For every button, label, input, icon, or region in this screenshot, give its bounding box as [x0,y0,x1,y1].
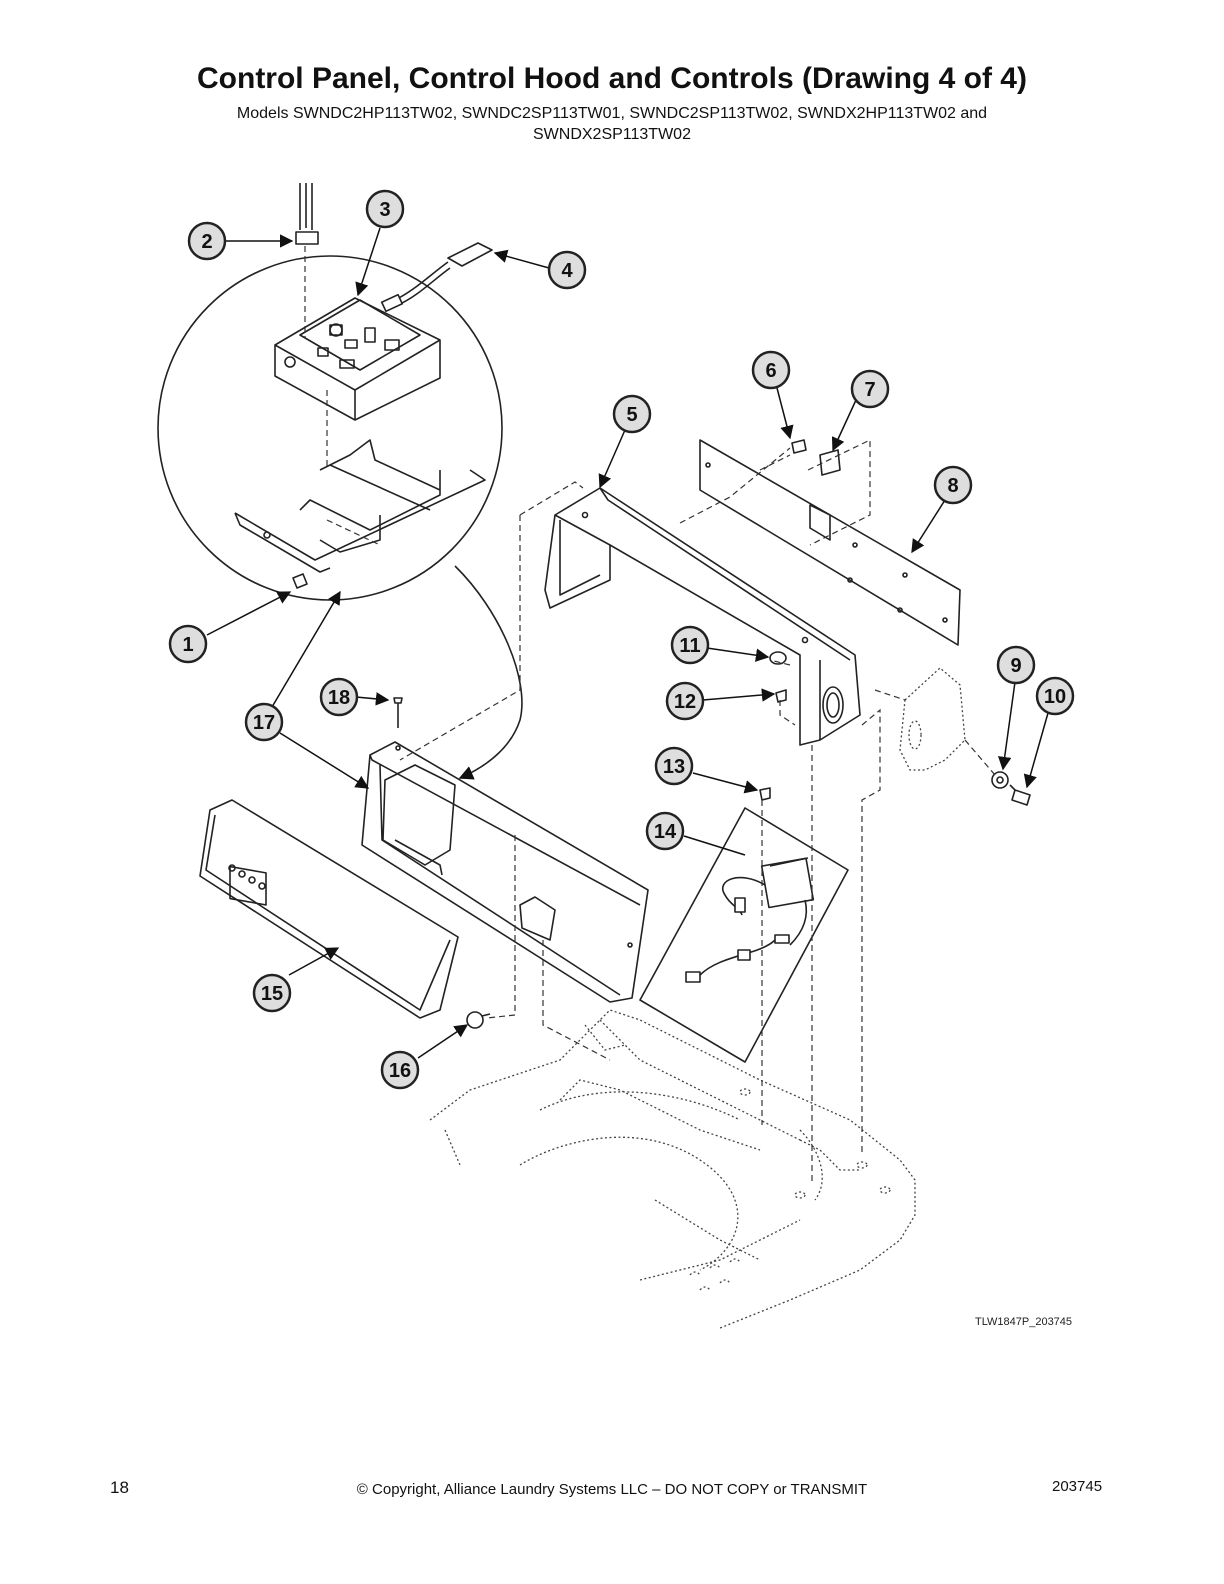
callout-label: 2 [201,231,212,253]
rear-panel [699,439,961,646]
wire-connector-2 [295,183,319,245]
callout-label: 15 [261,983,283,1005]
clip-7 [819,449,841,476]
document-number: 203745 [1052,1478,1103,1495]
knob-15 [466,1011,491,1029]
callout-label: 6 [765,360,776,382]
callout-circle [665,681,705,721]
callout-circle [547,250,587,290]
callout-circle [252,973,292,1013]
callout-5: 5 [612,394,652,434]
callout-circle [850,369,890,409]
screw-12 [775,689,787,703]
callout-7: 7 [850,369,890,409]
screw-6 [791,439,807,454]
callout-circle [933,465,973,505]
callout-12: 12 [665,681,705,721]
callout-label: 16 [389,1060,411,1082]
screw-18 [393,697,403,728]
callout-6: 6 [751,350,791,390]
callout-circle [319,677,359,717]
transformer-kit [639,807,849,1063]
control-hood [544,487,861,746]
assembly-dash-lines [304,246,996,1185]
callout-9: 9 [996,645,1036,685]
screw-1 [292,573,308,589]
callout-2: 2 [187,221,227,261]
callout-leaders [206,227,1049,1059]
page-title: Control Panel, Control Hood and Controls… [197,62,1027,95]
callout-label: 4 [561,260,573,282]
callout-circle [244,702,284,742]
callout-label: 5 [626,404,637,426]
drawing-code: TLW1847P_203745 [975,1316,1073,1328]
callout-label: 12 [674,691,696,713]
control-board [274,297,441,421]
callout-circle [996,645,1036,685]
callout-11: 11 [670,625,710,665]
models-line-1: Models SWNDC2HP113TW02, SWNDC2SP113TW01,… [236,105,988,122]
callout-circle [670,625,710,665]
callout-8: 8 [933,465,973,505]
callout-circle [1035,676,1075,716]
callout-17: 17 [244,702,284,742]
callout-label: 8 [947,475,958,497]
callout-circle [168,624,208,664]
callout-label: 1 [182,634,193,656]
callout-label: 3 [379,199,390,221]
models-line-2: SWNDX2SP113TW02 [533,126,691,143]
callout-13: 13 [654,746,694,786]
callout-4: 4 [547,250,587,290]
wire-harness-4 [380,242,493,313]
callout-16: 16 [380,1050,420,1090]
callout-circle [612,394,652,434]
callout-label: 11 [679,635,700,657]
callout-3: 3 [365,189,405,229]
page-number: 18 [110,1478,129,1497]
bolt-10 [1009,784,1031,806]
callout-label: 9 [1010,655,1021,677]
side-bracket [899,667,966,771]
callout-circle [365,189,405,229]
callout-circle [187,221,227,261]
callout-circle [751,350,791,390]
callout-label: 7 [864,379,875,401]
mounting-bracket [234,439,486,573]
callout-circle [380,1050,420,1090]
callout-1: 1 [168,624,208,664]
callout-10: 10 [1035,676,1075,716]
lock-washer-9 [991,771,1009,789]
screw-13 [759,787,771,801]
machine-top-outline [429,1009,916,1329]
nut-11 [769,651,787,665]
callout-circle [654,746,694,786]
models-subtitle: Models SWNDC2HP113TW02, SWNDC2SP113TW01,… [162,103,1062,145]
callout-14: 14 [645,811,685,851]
copyright-notice: © Copyright, Alliance Laundry Systems LL… [356,1481,868,1498]
callout-circle [645,811,685,851]
callout-label: 10 [1044,686,1066,708]
control-panel-frame [361,741,649,1003]
callout-15: 15 [252,973,292,1013]
callout-label: 18 [328,687,350,709]
console-overlay [199,799,459,1019]
callout-label: 13 [663,756,685,778]
callout-18: 18 [319,677,359,717]
callout-label: 14 [654,821,677,843]
callout-label: 17 [253,712,275,734]
